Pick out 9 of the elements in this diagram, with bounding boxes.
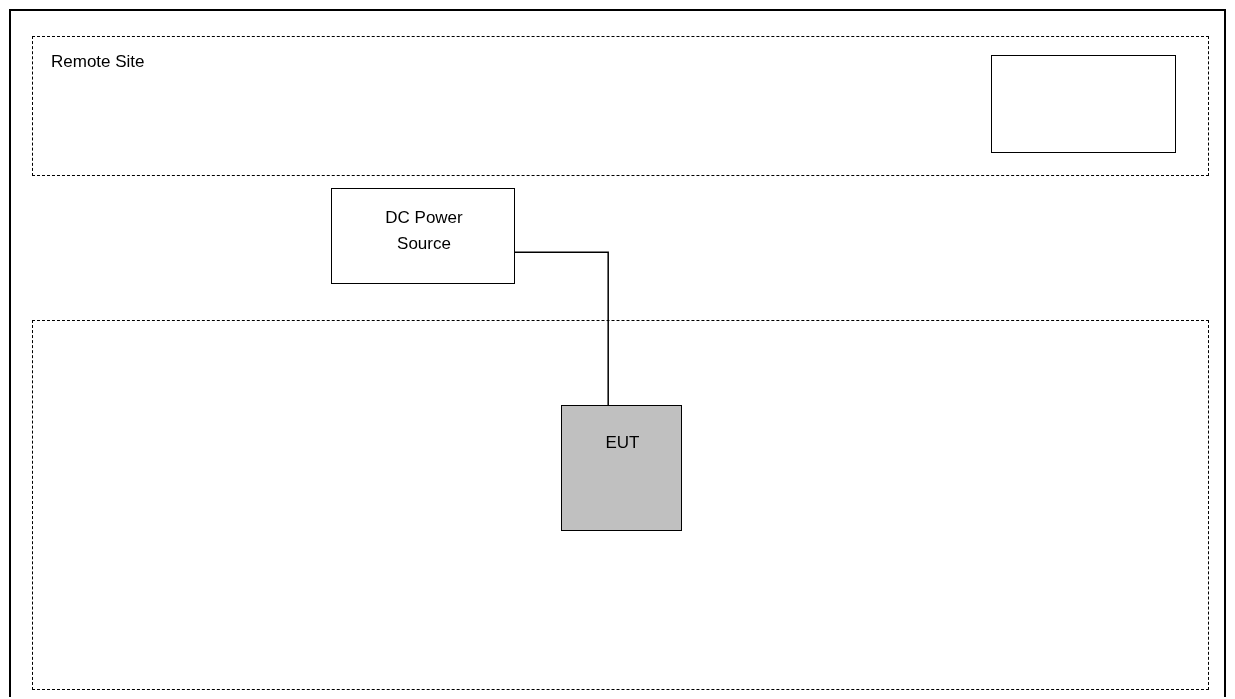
- equipment-box: [991, 55, 1176, 153]
- node-label: EUT: [604, 432, 641, 454]
- site-region: [32, 36, 1209, 176]
- node-label: DC Power Source: [384, 207, 464, 255]
- connector-line: [514, 251, 609, 406]
- process-box: [331, 188, 515, 284]
- device-box: [561, 405, 682, 531]
- node-label: Remote Site: [51, 51, 146, 73]
- dashed-region: [32, 320, 1209, 690]
